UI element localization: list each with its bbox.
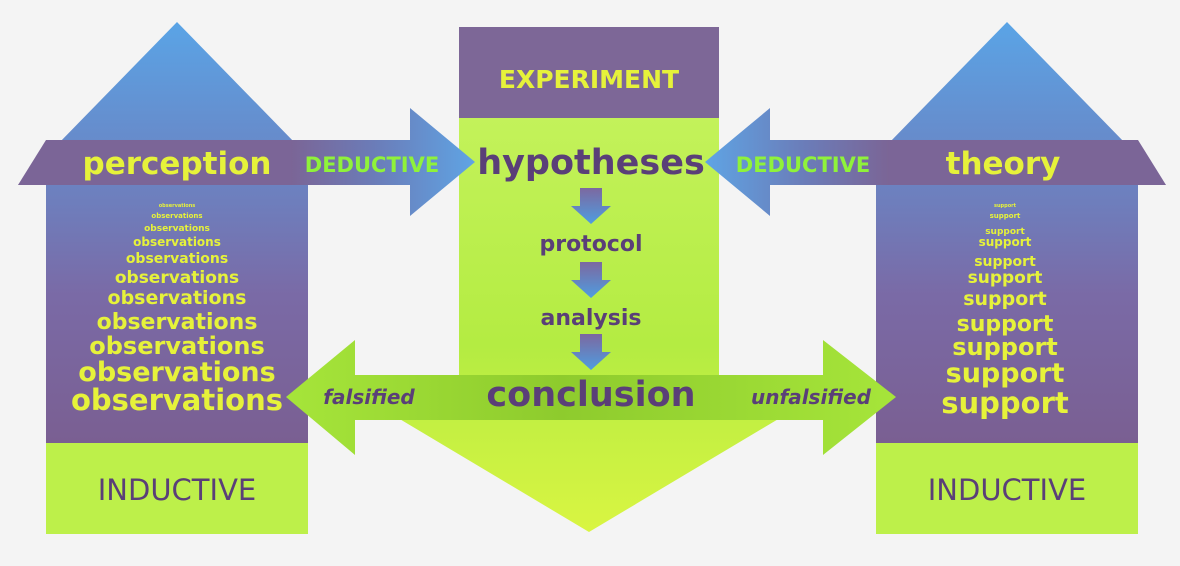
support-text-8: support <box>957 312 1054 337</box>
right-inductive-base <box>876 443 1138 534</box>
right-arrow-body <box>848 22 1166 443</box>
support-text-11: support <box>941 386 1069 420</box>
outcome-unfalsified: unfalsified <box>751 385 872 409</box>
inductive-label-right: INDUCTIVE <box>928 473 1086 507</box>
deductive-label-right: DEDUCTIVE <box>736 153 870 177</box>
deductive-label-left: DEDUCTIVE <box>305 153 439 177</box>
support-text-1: support <box>994 203 1017 209</box>
support-text-9: support <box>952 333 1058 361</box>
deductive-arrow-right <box>705 108 889 216</box>
theory-band <box>876 140 1166 185</box>
observations-text-1: observations <box>159 203 196 209</box>
observations-text-4: observations <box>133 235 221 249</box>
support-text-2: support <box>990 212 1021 220</box>
observations-pyramid: observationsobservationsobservationsobse… <box>71 203 283 417</box>
experiment-body <box>398 118 780 532</box>
support-text-6: support <box>968 268 1043 288</box>
support-text-3: support <box>985 227 1025 237</box>
perception-band <box>18 140 308 185</box>
support-text-4: support <box>979 235 1032 249</box>
outcome-falsified: falsified <box>323 385 415 409</box>
support-pyramid: supportsupportsupportsupportsupportsuppo… <box>941 203 1069 420</box>
inductive-label-left: INDUCTIVE <box>98 473 256 507</box>
step-protocol: protocol <box>539 232 642 257</box>
left-arrow-body <box>18 22 336 443</box>
perception-label: perception <box>83 146 272 182</box>
left-inductive-base <box>46 443 308 534</box>
deductive-arrow-left <box>291 108 475 216</box>
left-inductive-arrow <box>18 22 336 534</box>
step-arrow-1 <box>571 188 611 224</box>
step-hypotheses: hypotheses <box>477 143 705 183</box>
experiment-header <box>459 27 719 118</box>
observations-text-6: observations <box>115 268 239 288</box>
observations-text-10: observations <box>78 357 275 388</box>
right-inductive-arrow <box>848 22 1166 534</box>
support-text-10: support <box>946 358 1065 389</box>
observations-text-8: observations <box>97 310 258 335</box>
experiment-column <box>398 27 780 532</box>
observations-text-3: observations <box>144 224 210 234</box>
experiment-title: EXPERIMENT <box>499 65 679 94</box>
step-conclusion: conclusion <box>486 375 695 415</box>
observations-text-7: observations <box>108 287 247 309</box>
step-arrow-3 <box>571 334 611 370</box>
step-arrow-2 <box>571 262 611 298</box>
theory-label: theory <box>946 146 1061 182</box>
step-analysis: analysis <box>541 306 642 331</box>
observations-text-2: observations <box>151 212 202 220</box>
conclusion-arrow <box>286 340 896 455</box>
support-text-5: support <box>974 254 1036 270</box>
support-text-7: support <box>963 288 1047 310</box>
observations-text-5: observations <box>126 251 228 267</box>
observations-text-11: observations <box>71 383 283 417</box>
observations-text-9: observations <box>89 332 264 360</box>
